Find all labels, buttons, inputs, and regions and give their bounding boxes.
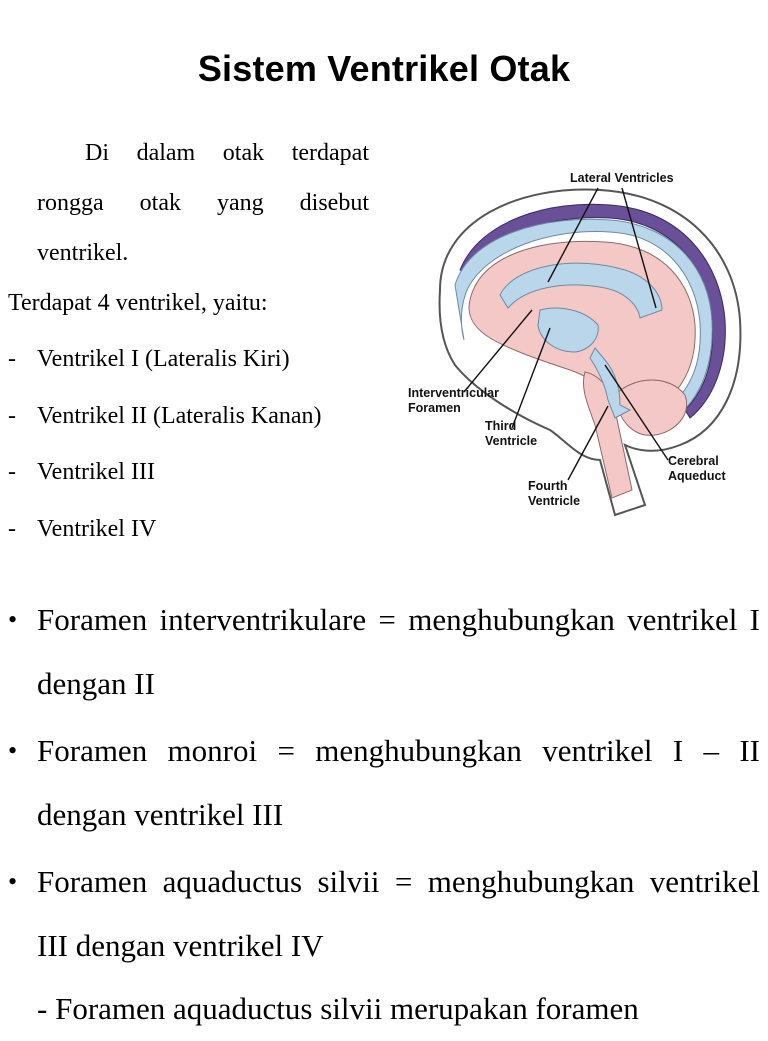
ventricle-label: Ventrikel IV bbox=[37, 515, 157, 542]
dash-marker: - bbox=[8, 515, 16, 542]
brain-ventricle-diagram: Lateral Ventricles Interventricular Fora… bbox=[408, 171, 742, 517]
ventricle-label: Ventrikel I (Lateralis Kiri) bbox=[37, 346, 290, 372]
label-third-1: Third bbox=[485, 419, 516, 433]
ventricle-list-intro: Terdapat 4 ventrikel, yaitu: bbox=[8, 290, 268, 316]
label-lateral-ventricles: Lateral Ventricles bbox=[570, 171, 674, 185]
label-interventricular-1: Interventricular bbox=[408, 386, 499, 400]
dash-marker: - bbox=[8, 346, 16, 372]
dash-marker: - bbox=[8, 402, 16, 429]
sub-note: - Foramen aquaductus silvii merupakan fo… bbox=[37, 991, 639, 1026]
bullet-text: Foramen interventrikulare = menghubungka… bbox=[37, 602, 760, 701]
outer-band bbox=[459, 203, 726, 419]
page-title: Sistem Ventrikel Otak bbox=[197, 48, 571, 89]
third-ventricle bbox=[537, 307, 599, 353]
foramen-bullet-list: • Foramen interventrikulare = menghubungk… bbox=[8, 588, 760, 981]
label-interventricular-2: Foramen bbox=[408, 401, 461, 415]
ventricle-label: Ventrikel II (Lateralis Kanan) bbox=[37, 402, 322, 429]
label-fourth-1: Fourth bbox=[528, 479, 568, 493]
aqueduct-and-fourth-ventricle bbox=[589, 347, 632, 419]
label-cerebral-2: Aqueduct bbox=[668, 469, 726, 483]
list-item: • Foramen aquaductus silvii = menghubungk… bbox=[8, 850, 760, 978]
label-fourth-2: Ventricle bbox=[528, 494, 580, 508]
ventricle-list: -Ventrikel I (Lateralis Kiri) -Ventrikel… bbox=[8, 339, 388, 565]
cerebellum bbox=[614, 379, 687, 436]
bullet-text: Foramen monroi = menghubungkan ventrikel… bbox=[37, 733, 760, 832]
list-item: -Ventrikel II (Lateralis Kanan) bbox=[8, 396, 388, 453]
ventricle-label: Ventrikel III bbox=[37, 459, 155, 485]
list-item: -Ventrikel IV bbox=[8, 509, 388, 566]
list-item: -Ventrikel I (Lateralis Kiri) bbox=[8, 339, 388, 396]
bullet-marker: • bbox=[8, 867, 18, 896]
dash-marker: - bbox=[8, 459, 16, 485]
bullet-marker: • bbox=[8, 736, 18, 765]
intro-paragraph: Di dalam otak terdapat rongga otak yang … bbox=[37, 140, 369, 266]
list-item: • Foramen interventrikulare = menghubungk… bbox=[8, 588, 760, 716]
label-third-2: Ventricle bbox=[485, 434, 537, 448]
lateral-ventricles bbox=[499, 262, 663, 319]
list-item: -Ventrikel III bbox=[8, 452, 388, 509]
list-item: • Foramen monroi = menghubungkan ventrike… bbox=[8, 719, 760, 847]
label-cerebral-1: Cerebral bbox=[668, 454, 719, 468]
bullet-marker: • bbox=[8, 605, 18, 634]
brainstem bbox=[582, 371, 633, 499]
leader-lines bbox=[463, 187, 669, 481]
bullet-text: Foramen aquaductus silvii = menghubungka… bbox=[37, 864, 760, 963]
